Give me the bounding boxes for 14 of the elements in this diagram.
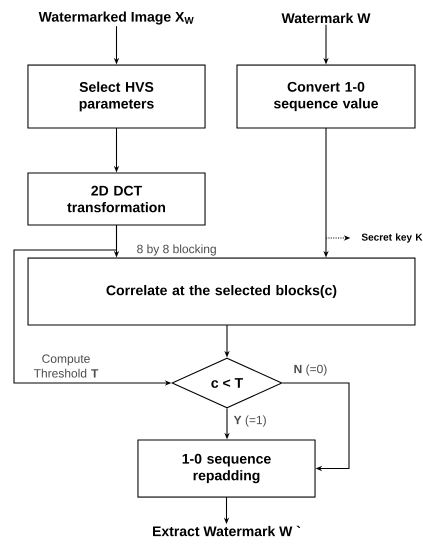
edge-label: N (=0) <box>294 364 327 376</box>
arrow <box>282 382 350 472</box>
process-box: Select HVS parameters <box>27 64 206 128</box>
edge-label: 8 by 8 blocking <box>137 244 216 256</box>
process-box: Correlate at the selected blocks(c) <box>28 258 416 326</box>
node-text: Watermark W <box>282 12 370 24</box>
edge-label: Y (=1) <box>234 415 266 427</box>
process-box: Convert 1-0 sequence value <box>236 64 416 128</box>
process-box: 2D DCT transformation <box>27 172 206 226</box>
edge-label: Compute Threshold T <box>34 354 98 378</box>
node-text: Extract Watermark W ` <box>153 526 300 536</box>
node-text: Secret key K <box>362 233 422 243</box>
node-text: Watermarked Image X$_{W}$ <box>38 11 194 25</box>
process-box: 1-0 sequence repadding <box>137 439 316 498</box>
